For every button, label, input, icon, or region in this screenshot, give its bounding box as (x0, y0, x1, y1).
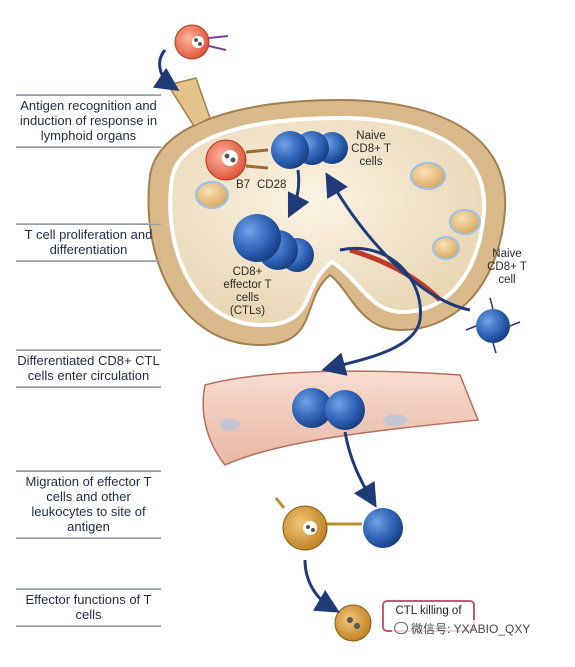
infected-cell (274, 497, 362, 551)
label-b7: B7 (236, 179, 251, 191)
step-enter-circulation: Differentiated CD8+ CTL cells enter circ… (16, 349, 161, 388)
label-effector-ctls: CD8+ effector T cells (CTLs) (223, 266, 272, 317)
apc-top (174, 24, 229, 60)
step-proliferation: T cell proliferation and differentiation (16, 223, 161, 262)
follicle (195, 181, 229, 209)
wechat-icon (394, 622, 408, 634)
label-naive-cd8-cell: Naive CD8+ T cell (487, 248, 527, 286)
blood-vessel (202, 370, 480, 466)
label-cd28: CD28 (257, 179, 287, 191)
process-arrows (152, 49, 471, 613)
apc-in-node (205, 139, 269, 181)
naive-t-cell-entering (465, 297, 521, 354)
step-effector-functions: Effector functions of T cells (16, 588, 161, 627)
step-antigen-recognition: Antigen recognition and induction of res… (16, 94, 161, 148)
watermark: 微信号: YXABIO_QXY (392, 620, 533, 637)
label-naive-cd8-cells: Naive CD8+ T cells (351, 130, 391, 168)
watermark-text: 微信号: YXABIO_QXY (411, 622, 531, 636)
afferent-lymphatic (166, 77, 211, 127)
follicle (432, 236, 460, 260)
effector-ctl-at-site (363, 508, 403, 548)
effector-t-cells-cluster (233, 214, 314, 272)
killed-cell (334, 604, 372, 642)
follicle (449, 209, 481, 235)
step-migration: Migration of effector T cells and other … (16, 470, 161, 539)
naive-t-cells-cluster (271, 131, 348, 169)
ctl-killing-label: CTL killing of (395, 605, 462, 617)
follicle (410, 162, 446, 190)
